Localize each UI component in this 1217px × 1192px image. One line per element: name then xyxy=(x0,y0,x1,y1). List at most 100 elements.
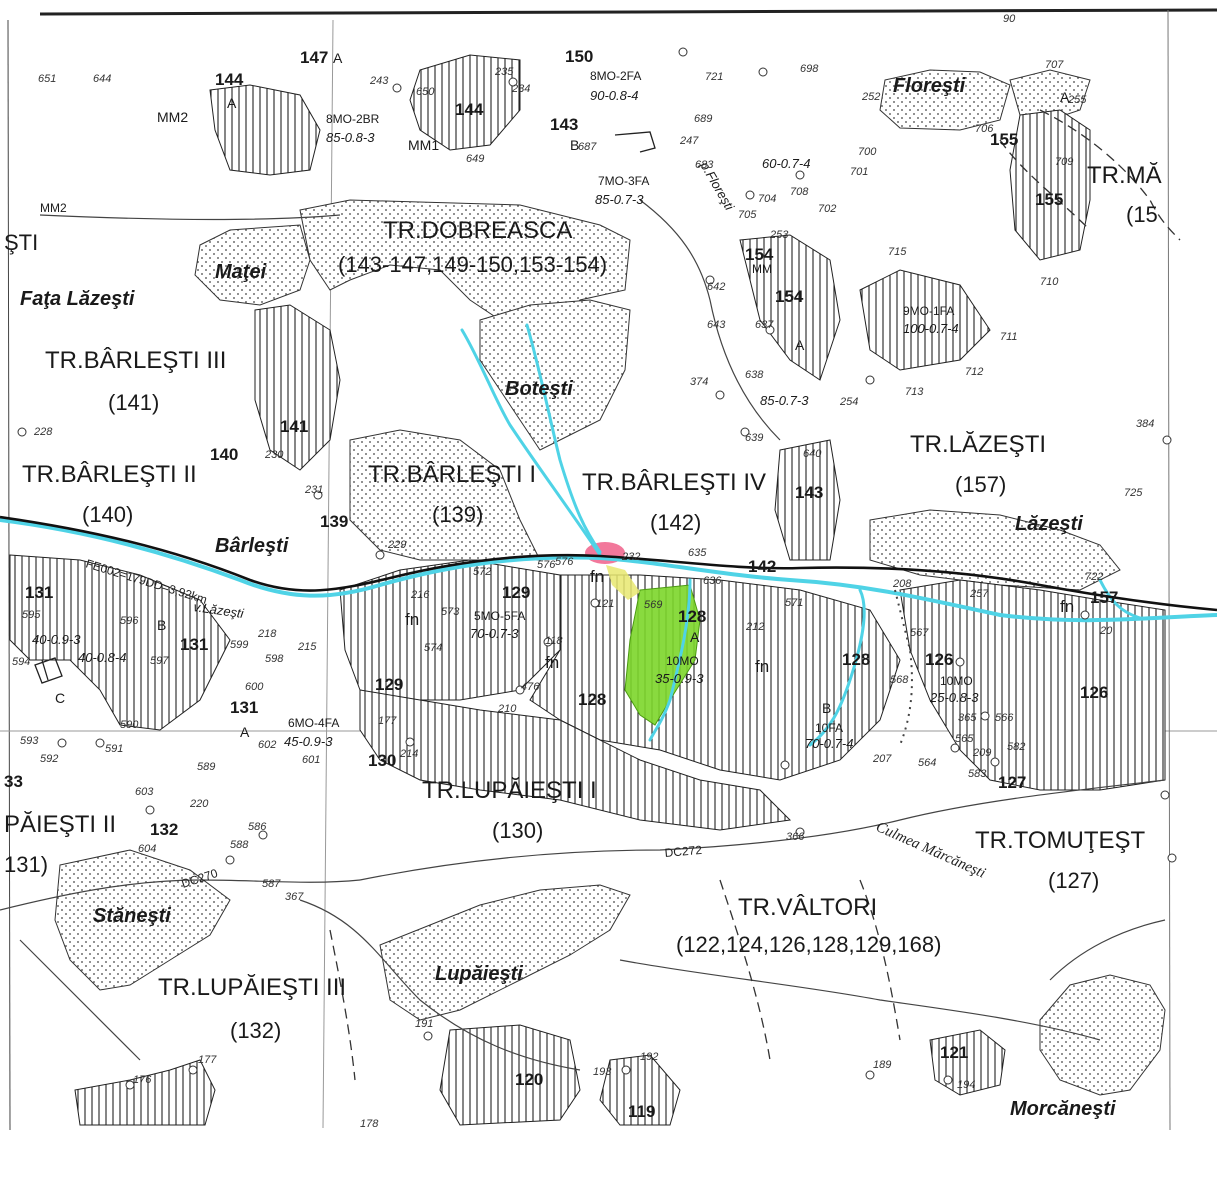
territory-name: TR.VÂLTORI xyxy=(738,894,877,921)
parcel-number: 131 xyxy=(230,698,258,717)
point-number: 231 xyxy=(304,484,323,496)
dashed-boundaries xyxy=(329,109,1181,1081)
point-number: 235 xyxy=(494,66,514,78)
point-number: 590 xyxy=(120,719,139,731)
point-number: 253 xyxy=(769,229,789,241)
parcel-number: 143 xyxy=(550,115,578,134)
point-marker xyxy=(258,830,268,840)
point-number: 598 xyxy=(265,653,284,665)
point-marker xyxy=(1160,790,1170,800)
point-number: 583 xyxy=(968,768,987,780)
point-number: 247 xyxy=(679,135,699,147)
parcel-sub: MM xyxy=(752,262,772,276)
boundary-dashed-sw xyxy=(329,929,356,1081)
point-number: 593 xyxy=(20,735,39,747)
point-number: 207 xyxy=(872,753,892,765)
point-number: 374 xyxy=(690,376,708,388)
point-number: 712 xyxy=(965,366,983,378)
parcel-number: 131 xyxy=(180,635,208,654)
point-marker xyxy=(375,550,385,560)
hatched-area-130 xyxy=(359,689,792,831)
point-marker xyxy=(980,711,990,721)
point-marker xyxy=(225,855,235,865)
point-number: 713 xyxy=(905,386,924,398)
territory-parcels: (132) xyxy=(230,1018,281,1043)
point-number: 366 xyxy=(786,831,805,843)
point-number: 715 xyxy=(888,246,907,258)
parcel-sub: A xyxy=(240,724,250,740)
composition-stats: 40-0.8-4 xyxy=(78,650,126,665)
point-number: 216 xyxy=(410,589,430,601)
composition-stats: 35-0.9-3 xyxy=(655,671,704,686)
territory-parcels: (127) xyxy=(1048,868,1099,893)
point-number: 573 xyxy=(441,606,460,618)
village-name: Lupăieşti xyxy=(435,963,523,985)
point-marker xyxy=(943,1075,953,1085)
point-number: 214 xyxy=(399,748,418,760)
point-marker xyxy=(950,743,960,753)
territory-parcels: (140) xyxy=(82,502,133,527)
parcel-sub: MM2 xyxy=(157,109,188,125)
boundary-dashed-east xyxy=(1039,109,1181,241)
dotted-area-stanesti xyxy=(54,849,231,991)
parcel-sub: A xyxy=(333,50,343,66)
point-number: 709 xyxy=(1055,156,1073,168)
parcel-sub: MM2 xyxy=(40,201,67,215)
composition-stats: 40-0.9-3 xyxy=(32,632,81,647)
point-marker xyxy=(313,490,323,500)
boundary-west-lower xyxy=(19,939,141,1061)
territory-name: TR.LUPĂIEŞTI III xyxy=(158,974,346,1001)
composition-species: 7MO-3FA xyxy=(598,174,649,188)
secondary-roads xyxy=(0,199,1166,1071)
point-number: 638 xyxy=(745,369,764,381)
point-number: 642 xyxy=(707,281,725,293)
hatched-area-155 xyxy=(1009,109,1091,261)
point-marker xyxy=(865,375,875,385)
point-number: 707 xyxy=(1045,59,1064,71)
stream-128-east xyxy=(808,588,866,747)
point-number: 683 xyxy=(695,159,714,171)
boundary-dashed-ne xyxy=(999,139,1091,231)
point-number: 121 xyxy=(596,598,614,610)
point-number: 176 xyxy=(133,1074,152,1086)
point-number: 587 xyxy=(262,878,281,890)
stream-botesti-west xyxy=(460,328,602,557)
point-labels: 90 707 255 721 698 252 243 235 234 651 6… xyxy=(12,13,1154,1130)
territory-parcels: (142) xyxy=(650,510,701,535)
composition-stats: 85-0.7-3 xyxy=(760,393,809,408)
point-number: 689 xyxy=(694,113,712,125)
dotted-area-lupaiesti xyxy=(379,884,631,1021)
point-number: 229 xyxy=(387,539,406,551)
parcel-number: 144 xyxy=(215,70,244,89)
road-tomutesti xyxy=(1049,919,1166,981)
point-number: 591 xyxy=(105,743,123,755)
edge-label: 33 xyxy=(4,772,23,791)
hatched-area-141 xyxy=(254,304,341,471)
territory-parcels-cut: 131) xyxy=(4,852,48,877)
point-number: 177 xyxy=(378,715,397,727)
point-number: 576 xyxy=(555,556,574,568)
point-marker xyxy=(758,67,768,77)
stand-compositions: 8MO-2BR 85-0.8-3 8MO-2FA 90-0.8-4 7MO-3F… xyxy=(32,69,979,751)
valley-label: v.Lăzeşti xyxy=(193,599,246,621)
point-number: 592 xyxy=(40,753,58,765)
dotted-area-matei xyxy=(194,224,311,306)
territory-name: TR.BÂRLEŞTI III xyxy=(45,347,226,374)
boundary-dashed-south xyxy=(719,879,771,1061)
parcel-number: 154 xyxy=(745,245,774,264)
stream-128-west xyxy=(648,578,692,742)
village-name: Faţa Lăzeşti xyxy=(20,288,135,310)
composition-stats: 70-0.7-3 xyxy=(470,626,519,641)
point-markers xyxy=(17,47,1177,1090)
pasture-label: fn xyxy=(545,653,559,672)
highlight-yellow-strip xyxy=(606,565,640,600)
pasture-label: fn xyxy=(1060,597,1074,616)
parcel-number: 143 xyxy=(795,483,823,502)
point-marker xyxy=(1080,610,1090,620)
village-name: Morcăneşti xyxy=(1010,1098,1116,1120)
parcel-number: 139 xyxy=(320,512,348,531)
point-number: 243 xyxy=(369,75,389,87)
point-number: 234 xyxy=(511,83,530,95)
point-number: 90 xyxy=(1003,13,1016,25)
hatched-area-143 xyxy=(774,439,841,561)
